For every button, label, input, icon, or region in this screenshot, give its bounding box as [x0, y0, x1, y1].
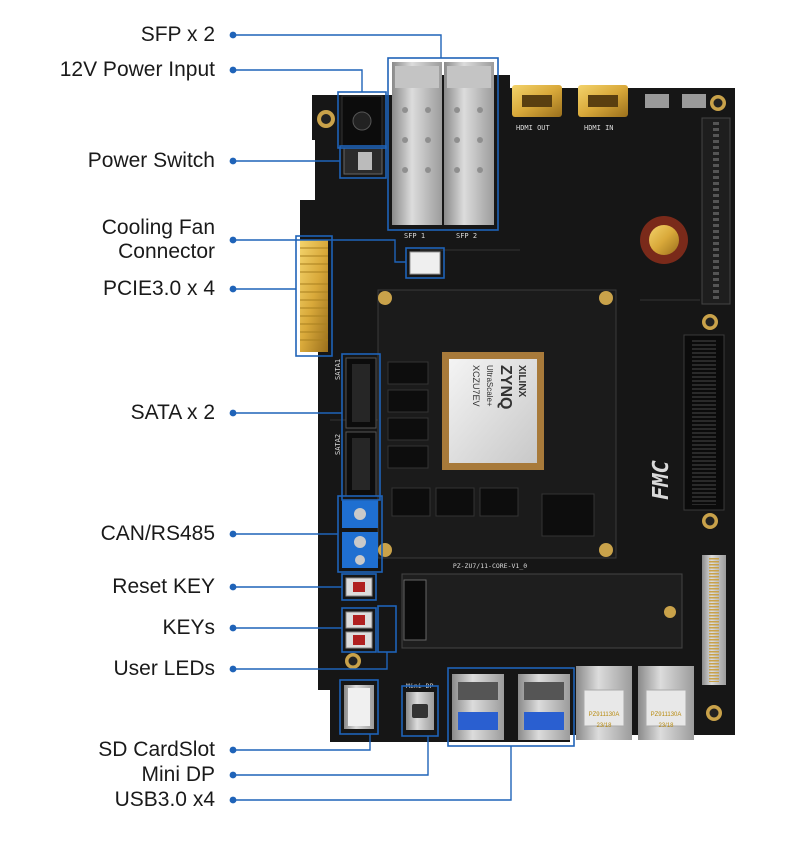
pin-header [701, 117, 731, 305]
zynq-chip [442, 352, 544, 470]
sd-card-slot [344, 685, 374, 729]
m2-slot [401, 573, 683, 649]
sata-1-silk: SATA1 [334, 359, 342, 380]
power-jack [341, 95, 383, 147]
label-sfp: SFP x 2 [140, 23, 215, 46]
hdmi-in-silk: HDMI IN [584, 124, 614, 132]
ddr-memory [387, 361, 595, 537]
sfp-2-silk: SFP 2 [456, 232, 477, 240]
label-power-input: 12V Power Input [59, 58, 215, 81]
label-keys: KEYs [162, 616, 215, 639]
mini-dp-port [406, 692, 434, 730]
label-pcie: PCIE3.0 x 4 [102, 277, 215, 300]
leader-dots [229, 31, 237, 804]
sata-connectors [345, 357, 377, 497]
usb3-ports [452, 674, 570, 740]
eth-part-2: PZ911130A [651, 712, 682, 718]
label-fan-line1: Cooling Fan [101, 216, 215, 239]
push-buttons [345, 577, 373, 649]
can-rs485-terminals [342, 500, 378, 568]
leader-lines [233, 34, 512, 801]
eth-date-2: 23/18 [658, 723, 674, 729]
power-switch [343, 147, 383, 175]
hdmi-out-silk: HDMI OUT [516, 124, 551, 132]
label-leds: User LEDs [113, 657, 215, 680]
label-minidp: Mini DP [141, 763, 215, 786]
fmc-connector [683, 334, 725, 511]
core-module-silk: PZ-ZU7/11-CORE-V1_0 [453, 562, 527, 570]
svg-text:ZYNQ: ZYNQ [497, 365, 514, 409]
hdmi-connectors [512, 85, 628, 117]
fmc-silk: FMC [649, 460, 674, 500]
svg-text:XILINX: XILINX [516, 365, 527, 398]
sfp-cages [392, 62, 494, 225]
svg-text:XCZU7EV: XCZU7EV [471, 365, 481, 407]
callout-boxes [295, 57, 575, 747]
top-usb-ports [645, 94, 706, 108]
sata-2-silk: SATA2 [334, 434, 342, 455]
ethernet-ports [576, 666, 694, 740]
label-usb: USB3.0 x4 [114, 788, 215, 811]
label-power-switch: Power Switch [87, 149, 215, 172]
label-sata: SATA x 2 [130, 401, 215, 424]
chip-marking: XILINX ZYNQ UltraScale+ XCZU7EV [471, 365, 527, 409]
label-can: CAN/RS485 [100, 522, 215, 545]
edge-connector [702, 555, 726, 685]
label-reset: Reset KEY [112, 575, 215, 598]
coin-battery [640, 216, 688, 264]
label-fan-line2: Connector [118, 240, 215, 263]
eth-date-1: 23/18 [596, 723, 612, 729]
label-sd: SD CardSlot [98, 738, 215, 761]
fan-connector [409, 251, 441, 275]
eth-part-1: PZ911130A [589, 712, 620, 718]
svg-text:UltraScale+: UltraScale+ [485, 365, 494, 407]
sfp-1-silk: SFP 1 [404, 232, 425, 240]
pcie-gold-fingers [300, 240, 328, 352]
mounting-holes [317, 95, 726, 721]
